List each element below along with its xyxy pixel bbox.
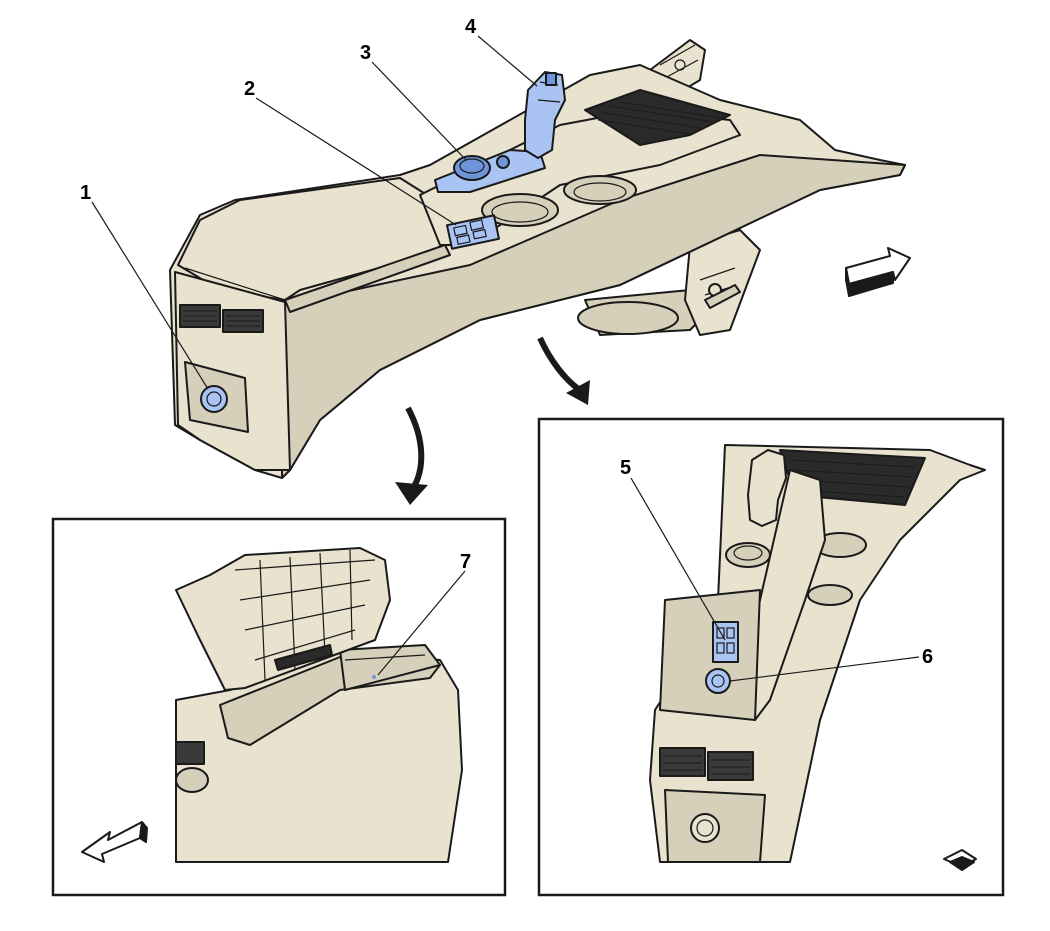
usb-port-panel [712,621,739,663]
detail-opened-bin [537,417,1005,897]
callout-6: 6 [922,646,933,668]
switch-bank [446,214,500,250]
detail-open-armrest [51,517,507,897]
detail-arrow-left [395,406,428,505]
callout-leaders [91,35,920,682]
main-console-view [169,39,911,479]
rear-air-vents [179,304,264,333]
callout-1: 1 [80,182,91,204]
callout-2: 2 [244,78,255,100]
bin-power-outlet [705,668,731,694]
rear-power-outlet [200,385,228,413]
callout-5: 5 [620,457,631,479]
detail-arrow-right [537,336,590,405]
callout-4: 4 [465,16,477,38]
callout-7: 7 [460,551,471,573]
forward-arrow-icon [845,247,911,297]
rear-arrow-icon [81,821,148,863]
storage-mat [584,89,731,146]
console-support-bracket [577,229,761,336]
control-panel [434,149,546,193]
console-side-panel [281,154,906,479]
cup-holders [481,175,637,227]
view-direction-icon [943,849,977,871]
gear-shift-knob [524,71,566,159]
callout-3: 3 [360,42,371,64]
callout-labels: 1 2 3 4 5 6 7 [80,16,933,668]
